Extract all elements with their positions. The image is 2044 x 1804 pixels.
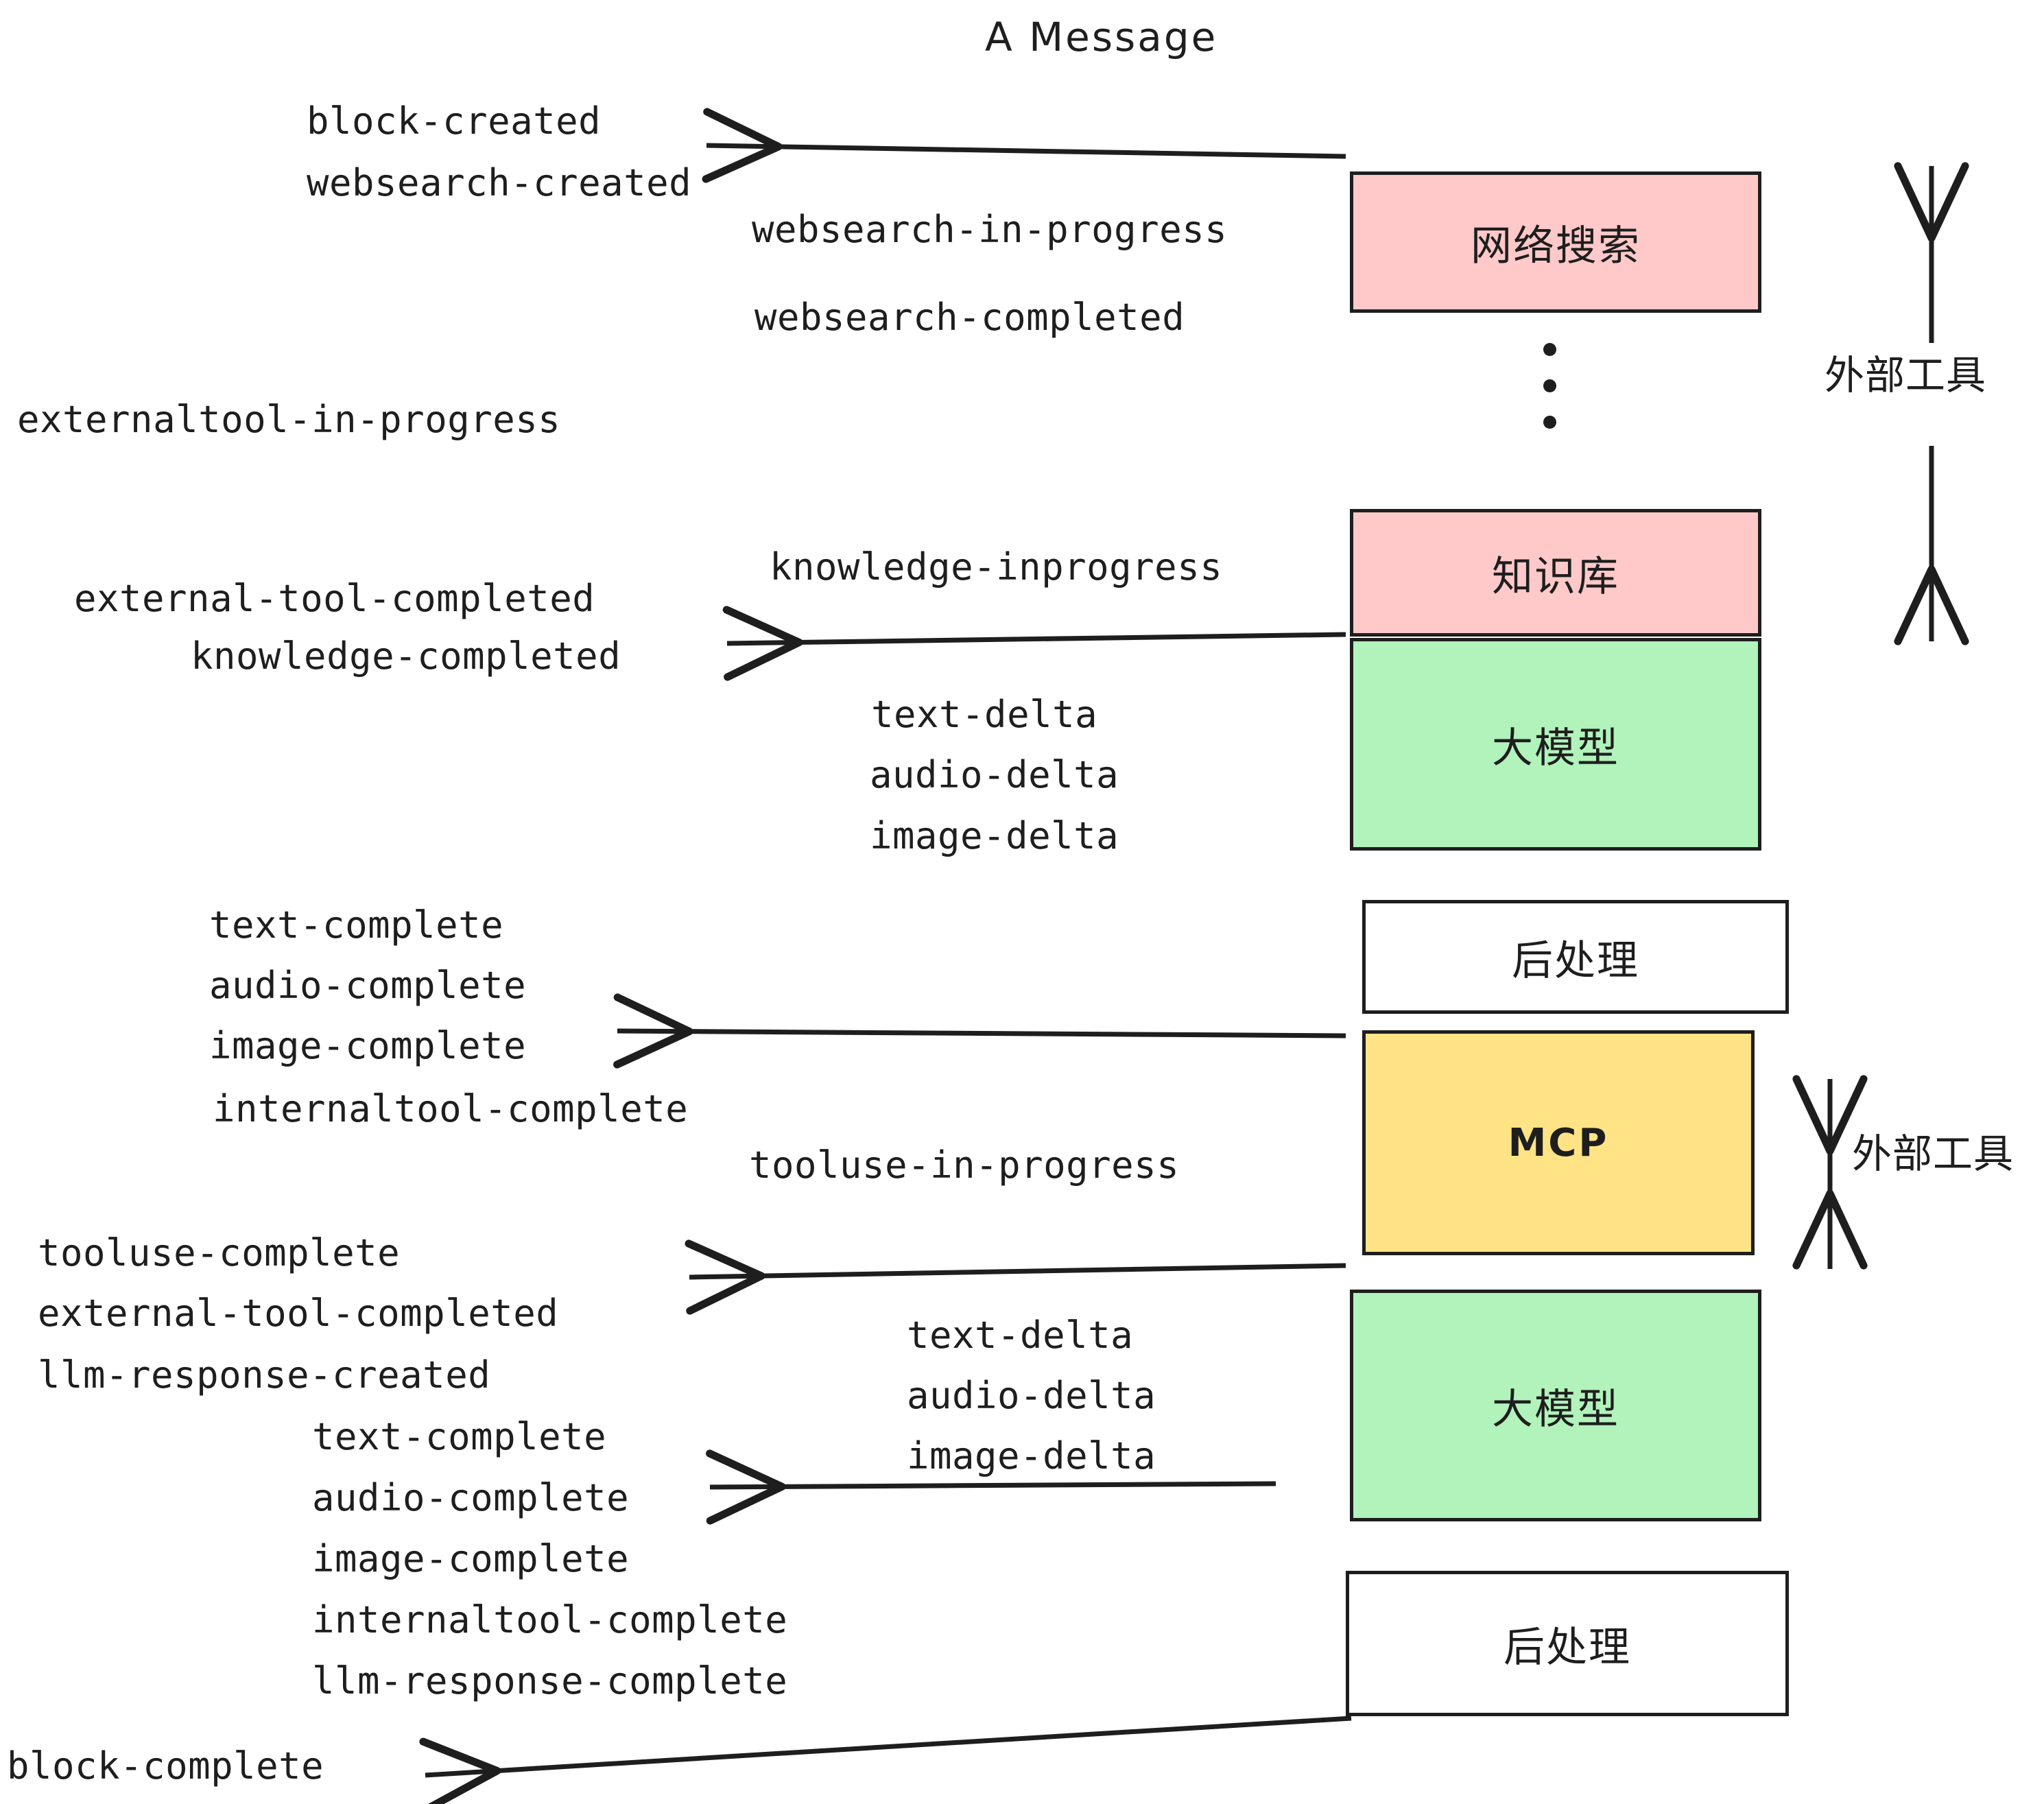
event-audio-delta-1: audio-delta (870, 753, 1119, 796)
event-internaltool-complete-2: internaltool-complete (312, 1598, 788, 1641)
event-external-tool-completed-1: external-tool-completed (74, 577, 595, 620)
event-image-delta-2: image-delta (907, 1434, 1156, 1477)
group-label-external-tools-top: 外部工具 (1825, 352, 1987, 399)
dot-3 (1543, 416, 1556, 429)
node-postprocess-1-label: 后处理 (1512, 936, 1639, 985)
event-websearch-completed: websearch-completed (754, 296, 1185, 339)
arrow-mcp-to-tooluse-complete (685, 1239, 1346, 1315)
event-websearch-created: websearch-created (307, 161, 692, 204)
node-llm-1[interactable]: 大模型 (1350, 638, 1761, 851)
event-audio-complete-2: audio-complete (312, 1476, 630, 1519)
event-text-complete-2: text-complete (312, 1415, 607, 1458)
event-audio-complete-1: audio-complete (209, 964, 527, 1007)
group-label-external-tools-bottom: 外部工具 (1852, 1130, 2015, 1177)
ellipsis-dots (1543, 343, 1556, 429)
event-internaltool-complete-1: internaltool-complete (213, 1087, 689, 1130)
node-mcp-label: MCP (1508, 1120, 1609, 1165)
node-knowledge[interactable]: 知识库 (1350, 509, 1761, 637)
event-block-complete: block-complete (7, 1744, 324, 1788)
event-externaltool-in-progress: externaltool-in-progress (17, 398, 561, 441)
event-block-created: block-created (307, 99, 602, 143)
node-postprocess-2[interactable]: 后处理 (1346, 1571, 1789, 1716)
arrow-knowledge-to-completed (722, 606, 1346, 681)
event-text-complete-1: text-complete (209, 903, 504, 947)
dot-2 (1543, 379, 1556, 392)
event-websearch-in-progress: websearch-in-progress (752, 208, 1228, 251)
event-image-delta-1: image-delta (870, 814, 1119, 857)
dot-1 (1543, 343, 1556, 356)
node-websearch[interactable]: 网络搜索 (1350, 171, 1761, 313)
event-image-complete-2: image-complete (312, 1537, 630, 1580)
node-websearch-label: 网络搜索 (1471, 222, 1641, 270)
event-knowledge-inprogress: knowledge-inprogress (770, 545, 1223, 589)
event-knowledge-completed: knowledge-completed (191, 634, 621, 678)
event-image-complete-1: image-complete (209, 1024, 527, 1067)
event-tooluse-complete: tooluse-complete (38, 1231, 401, 1274)
arrow-postprocess2-to-block-complete (419, 1716, 1352, 1804)
event-llm-response-complete: llm-response-complete (312, 1659, 788, 1702)
event-external-tool-completed-2: external-tool-completed (38, 1292, 559, 1335)
event-text-delta-2: text-delta (907, 1314, 1134, 1357)
node-llm-2-label: 大模型 (1492, 1385, 1619, 1434)
arrow-llm2-to-audio-complete (706, 1449, 1276, 1525)
node-mcp[interactable]: MCP (1362, 1030, 1755, 1255)
event-tooluse-in-progress: tooluse-in-progress (749, 1143, 1180, 1187)
event-audio-delta-2: audio-delta (907, 1374, 1156, 1417)
node-knowledge-label: 知识库 (1492, 552, 1619, 601)
node-llm-1-label: 大模型 (1492, 724, 1619, 772)
node-llm-2[interactable]: 大模型 (1350, 1290, 1761, 1521)
node-postprocess-2-label: 后处理 (1504, 1623, 1631, 1672)
event-text-delta-1: text-delta (871, 693, 1098, 736)
node-postprocess-1[interactable]: 后处理 (1362, 900, 1789, 1014)
event-llm-response-created: llm-response-created (38, 1353, 491, 1397)
arrow-mcp-to-image-complete (613, 993, 1346, 1069)
arrow-websearch-to-created (702, 108, 1346, 183)
page-title: A Message (985, 14, 1218, 60)
